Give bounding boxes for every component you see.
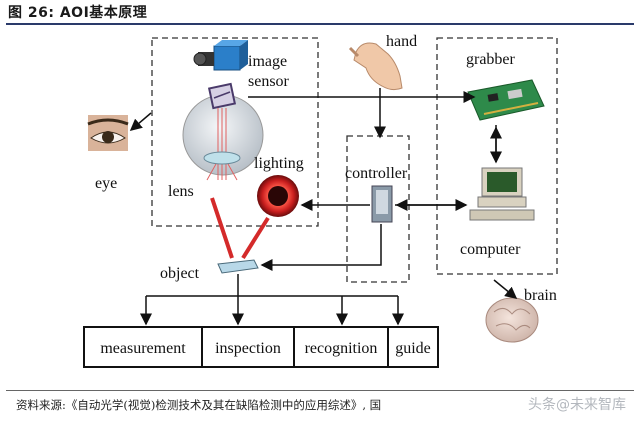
label-grabber: grabber [466, 51, 516, 68]
computer-frame [436, 37, 558, 275]
label-hand: hand [386, 33, 417, 50]
output-recognition: recognition [305, 340, 378, 357]
optics-frame [151, 37, 319, 227]
figure-title: 图 26: AOI基本原理 [8, 5, 148, 21]
arrow-brain [493, 279, 518, 299]
label-lens: lens [168, 183, 194, 200]
grabber-card-icon [467, 79, 545, 121]
label-brain: brain [524, 287, 557, 304]
output-box-measurement [83, 326, 203, 368]
camera-icon [193, 40, 248, 71]
hand-icon [348, 42, 403, 91]
computer-icon [469, 167, 535, 221]
output-box-guide [387, 326, 439, 368]
output-inspection: inspection [215, 340, 281, 357]
label-object: object [160, 265, 200, 282]
eye-photo-icon [87, 115, 129, 151]
controller-device-icon [371, 185, 393, 223]
label-image: image [248, 53, 287, 70]
lighting-ring-icon [257, 175, 299, 217]
source-note: 资料来源:《自动光学(视觉)检测技术及其在缺陷检测中的应用综述》, 国 [16, 398, 382, 412]
output-box-recognition [293, 326, 389, 368]
label-computer: computer [460, 241, 521, 258]
arrow-controller-to-object [260, 224, 382, 271]
output-guide: guide [395, 340, 431, 357]
label-eye: eye [95, 175, 117, 192]
label-lighting: lighting [254, 155, 304, 172]
label-controller: controller [345, 165, 408, 182]
brain-icon [485, 297, 539, 343]
source-rule [6, 390, 634, 391]
object-plate-icon [217, 259, 259, 274]
label-sensor: sensor [248, 73, 290, 90]
eyeball-icon [182, 82, 264, 181]
output-measurement: measurement [100, 340, 186, 357]
arrow-eye [129, 112, 152, 131]
title-rule [6, 23, 634, 25]
watermark: 头条@未来智库 [528, 397, 626, 413]
